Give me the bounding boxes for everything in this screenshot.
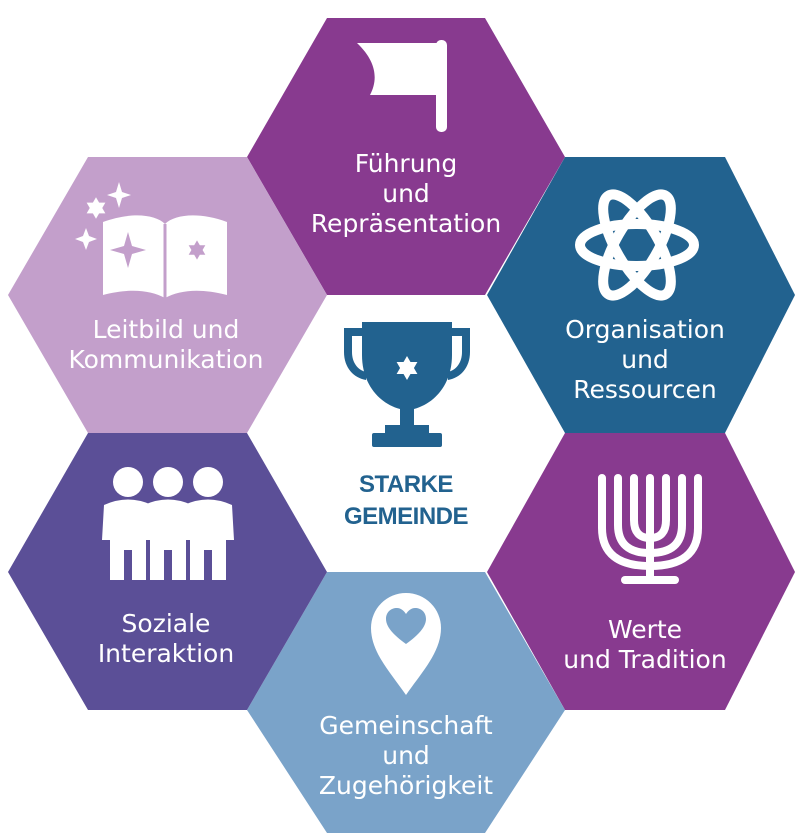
- hexagon-leitbild: Leitbild und Kommunikation: [8, 157, 327, 433]
- organisation-label-line2: und: [621, 345, 669, 374]
- hexagon-soziale: Soziale Interaktion: [8, 433, 327, 710]
- center-label-line2: GEMEINDE: [344, 503, 469, 530]
- heart-pin-icon: [371, 593, 441, 695]
- fuehrung-label-line1: Führung: [355, 149, 458, 178]
- werte-label-line2: und Tradition: [563, 645, 726, 674]
- hexagon-fuehrung-shape: [247, 18, 565, 295]
- fuehrung-label-line2: und: [382, 179, 430, 208]
- soziale-label-line1: Soziale: [122, 609, 211, 638]
- center-content: STARKE GEMEINDE: [344, 322, 470, 530]
- hexagon-gemeinschaft-shape: [247, 572, 565, 833]
- werte-label-line1: Werte: [608, 615, 682, 644]
- hexagon-werte: Werte und Tradition: [487, 433, 795, 710]
- soziale-label-line2: Interaktion: [98, 639, 234, 668]
- hexagon-organisation: Organisation und Ressourcen: [487, 157, 795, 433]
- gemeinschaft-label-line1: Gemeinschaft: [319, 711, 493, 740]
- hexagon-soziale-shape: [8, 433, 327, 710]
- organisation-label-line3: Ressourcen: [573, 375, 717, 404]
- open-book-stars-icon: [75, 182, 227, 298]
- hexagon-fuehrung: Führung und Repräsentation: [247, 18, 565, 295]
- gemeinschaft-label-line3: Zugehörigkeit: [319, 771, 493, 800]
- people-icon: [102, 467, 234, 580]
- organisation-label-line1: Organisation: [565, 315, 725, 344]
- leitbild-label-line2: Kommunikation: [68, 345, 263, 374]
- flag-icon: [357, 40, 447, 132]
- atom-icon: [575, 189, 699, 301]
- hexagon-werte-shape: [487, 433, 795, 710]
- leitbild-label-line1: Leitbild und: [93, 315, 240, 344]
- hexagon-organisation-shape: [487, 157, 795, 433]
- gemeinschaft-label-line2: und: [382, 741, 430, 770]
- center-label-line1: STARKE: [359, 471, 453, 498]
- fuehrung-label-line3: Repräsentation: [311, 209, 501, 238]
- menorah-icon: [598, 474, 702, 584]
- hexagon-gemeinschaft: Gemeinschaft und Zugehörigkeit: [247, 572, 565, 833]
